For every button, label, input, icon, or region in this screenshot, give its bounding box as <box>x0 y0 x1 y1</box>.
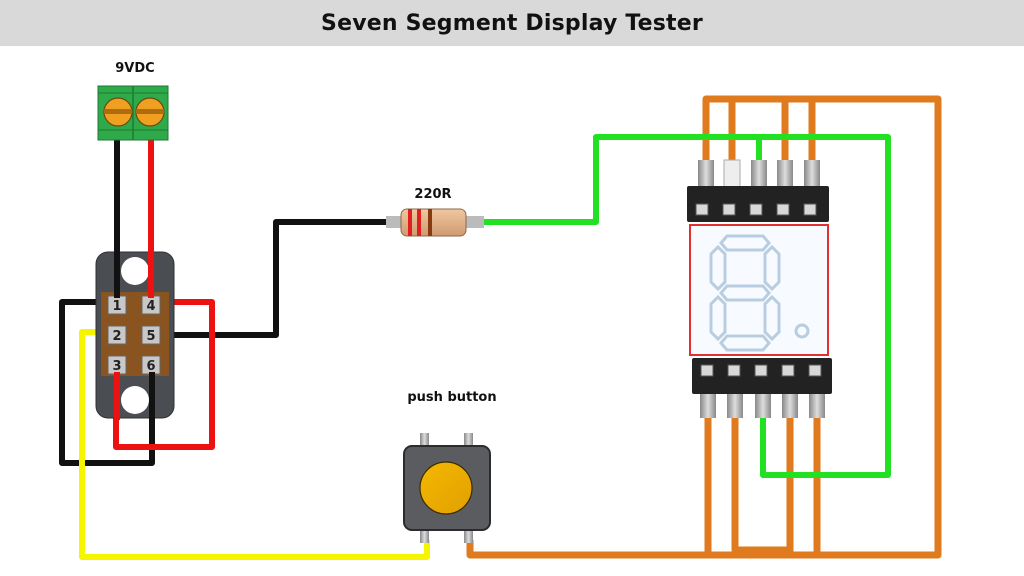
seven-segment-display <box>687 159 832 418</box>
push-button: push button <box>403 390 497 543</box>
svg-text:2: 2 <box>112 329 121 344</box>
title-bar: Seven Segment Display Tester <box>0 0 1024 46</box>
red-wire-pin4-loop <box>113 299 215 450</box>
svg-text:1: 1 <box>112 299 121 314</box>
orange-wire-bottom-2 <box>731 415 790 554</box>
black-wire-pin1-loop <box>59 299 155 466</box>
dpdt-switch: 1 2 3 4 5 6 <box>95 240 175 420</box>
button-cap-icon <box>419 461 473 515</box>
svg-text:5: 5 <box>146 329 155 344</box>
power-terminal-block: 9VDC <box>97 61 169 141</box>
digit-8-icon <box>709 234 810 352</box>
orange-wire-top-loop <box>466 95 942 559</box>
switch-pins: 1 2 3 4 5 6 <box>107 295 161 375</box>
page-title: Seven Segment Display Tester <box>321 10 703 36</box>
svg-text:4: 4 <box>146 299 155 314</box>
svg-text:6: 6 <box>146 359 155 374</box>
resistor-220r: 220R <box>386 187 484 237</box>
yellow-wire <box>79 329 430 560</box>
resistor-label: 220R <box>414 187 451 202</box>
bottom-pins <box>700 394 825 418</box>
push-button-label: push button <box>407 390 496 405</box>
power-label: 9VDC <box>115 61 154 76</box>
black-wire-pin5-resistor <box>158 219 390 338</box>
orange-wires <box>466 95 942 559</box>
top-pins <box>698 159 820 189</box>
svg-text:3: 3 <box>112 359 121 374</box>
